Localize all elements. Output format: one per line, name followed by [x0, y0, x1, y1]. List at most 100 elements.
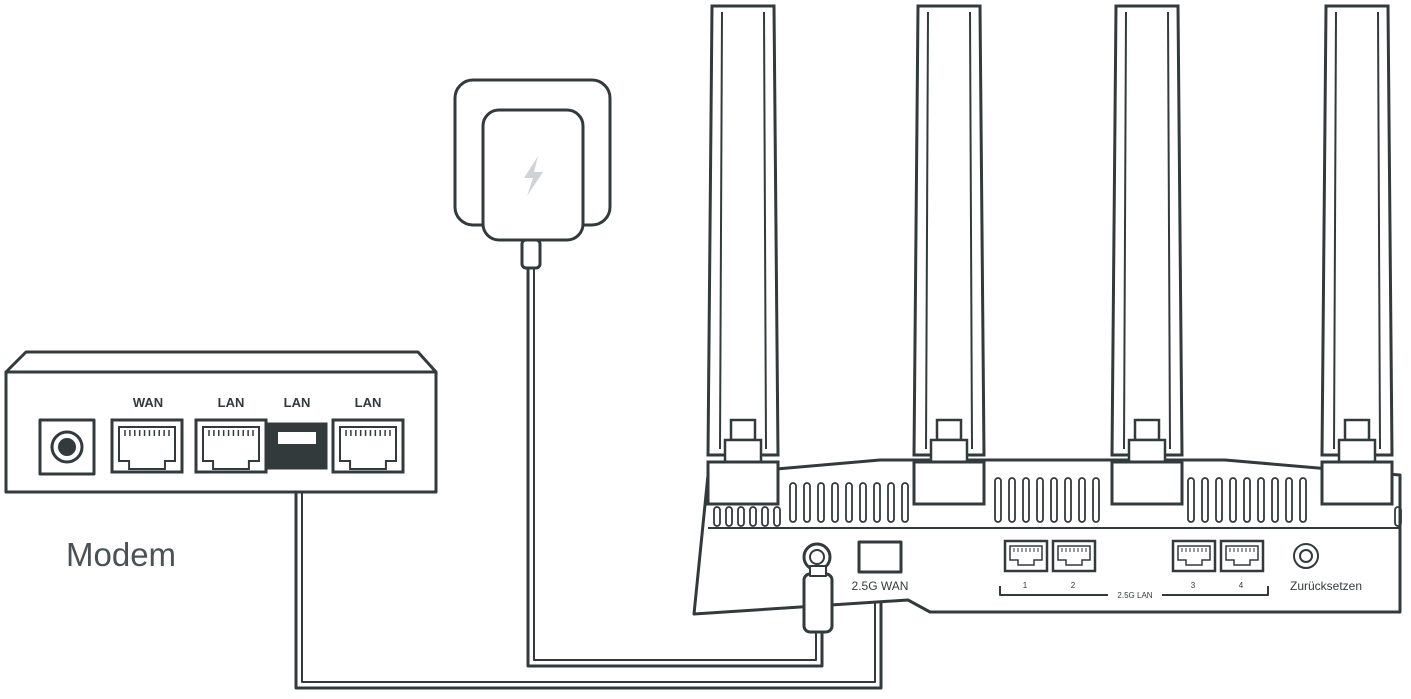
modem-port-label-wan: WAN — [133, 395, 163, 410]
modem-port-lan-3 — [331, 418, 405, 474]
antenna-base — [912, 460, 986, 506]
lightning-bolt-icon — [524, 156, 543, 196]
power-plug-tip — [809, 565, 827, 577]
antenna-base — [1110, 460, 1184, 506]
router-power-jack-inner — [809, 549, 825, 565]
lan-number-3: 3 — [1191, 581, 1196, 590]
router-lan-port-3 — [1171, 539, 1217, 573]
vent-slot — [845, 482, 853, 523]
vent-slot — [1022, 477, 1030, 523]
lan-number-2: 2 — [1071, 581, 1076, 590]
vent-slot — [1394, 506, 1402, 527]
antenna-base — [1320, 460, 1394, 506]
antenna-4 — [1320, 4, 1394, 506]
router-power-jack — [802, 542, 834, 634]
antenna-base — [706, 460, 780, 506]
vent-slot — [1036, 477, 1044, 523]
vent-slot — [831, 482, 839, 523]
vent-slot — [713, 506, 721, 527]
modem-title: Modem — [66, 536, 176, 573]
router-lan-ports — [1003, 539, 1265, 573]
port-socket — [1177, 545, 1211, 566]
vent-slot — [901, 482, 909, 523]
reset-label: Zurücksetzen — [1290, 579, 1362, 593]
antenna-2 — [912, 4, 986, 506]
antenna-rib — [719, 11, 723, 450]
vent-slot — [803, 482, 811, 523]
router: 2.5G WAN 2.5G LAN 1 2 3 4 Zurücksetzen — [692, 4, 1402, 634]
antenna-hinge — [729, 418, 757, 442]
modem-ports — [110, 418, 405, 474]
antenna-rib — [969, 11, 973, 450]
power-jack-center — [58, 438, 76, 456]
router-wan-port — [857, 540, 903, 574]
ethernet-port-icon — [266, 422, 328, 470]
lan-group-label: 2.5G LAN — [1117, 591, 1152, 600]
vent-slot — [1299, 477, 1307, 523]
adapter-cable-strain — [520, 238, 542, 270]
vent-slot — [887, 482, 895, 523]
wan-plug-latch — [869, 549, 891, 559]
power-adapter — [453, 78, 612, 270]
power-cable — [526, 264, 824, 668]
ethernet-cable — [294, 466, 883, 690]
antenna-rib — [1167, 11, 1171, 450]
vent-slot — [1285, 477, 1293, 523]
antenna-icon — [706, 4, 780, 457]
antenna-3 — [1110, 4, 1184, 506]
antenna-1 — [706, 4, 780, 506]
antenna-icon — [1110, 4, 1184, 457]
vent-slot — [1064, 477, 1072, 523]
vent-slot — [1008, 477, 1016, 523]
antenna-rib — [1333, 11, 1337, 450]
modem-port-label-lan-1: LAN — [218, 395, 245, 410]
antenna-rib — [763, 11, 767, 450]
power-plug — [802, 572, 834, 634]
port-socket — [1225, 545, 1259, 566]
antenna-hinge — [935, 418, 963, 442]
plug-latch — [278, 432, 316, 444]
antenna-icon — [1320, 4, 1394, 457]
vent-slot — [725, 506, 733, 527]
reset-button-icon — [1293, 543, 1319, 569]
modem-port-label-lan-2: LAN — [284, 395, 311, 410]
port-socket — [1057, 545, 1091, 566]
vent-slot — [1243, 477, 1251, 523]
vent-slot — [817, 482, 825, 523]
lan-number-1: 1 — [1023, 581, 1028, 590]
lan-group-bracket — [999, 586, 1269, 596]
ethernet-cable-inner — [301, 468, 876, 683]
ethernet-port-icon — [110, 418, 184, 474]
antenna-rib — [925, 11, 929, 450]
router-antennas — [706, 4, 1394, 506]
vent-slot — [761, 506, 769, 527]
antenna-icon — [912, 4, 986, 457]
port-socket — [118, 426, 176, 470]
router-body — [692, 458, 1402, 616]
vent-slot — [994, 477, 1002, 523]
router-lan-port-2 — [1051, 539, 1097, 573]
vent-slot — [1271, 477, 1279, 523]
antenna-rib — [1123, 11, 1127, 450]
port-socket — [1009, 545, 1043, 566]
vent-slot — [737, 506, 745, 527]
modem-port-label-lan-3: LAN — [355, 395, 382, 410]
vent-slot — [1201, 477, 1209, 523]
vent-slot — [749, 506, 757, 527]
antenna-hinge — [1343, 418, 1371, 442]
vent-slot — [859, 482, 867, 523]
port-socket — [339, 426, 397, 470]
power-cable-inner — [533, 266, 817, 661]
vent-slot — [773, 506, 781, 527]
reset-button-inner — [1299, 549, 1313, 563]
ethernet-port-icon — [331, 418, 405, 474]
modem-top — [4, 350, 438, 374]
port-socket — [202, 426, 260, 470]
router-wan-label: 2.5G WAN — [852, 579, 909, 593]
modem-port-lan-1 — [194, 418, 268, 474]
vent-slot — [873, 482, 881, 523]
vent-slot — [1215, 477, 1223, 523]
vent-slot — [1187, 477, 1195, 523]
vent-slot — [789, 482, 797, 523]
